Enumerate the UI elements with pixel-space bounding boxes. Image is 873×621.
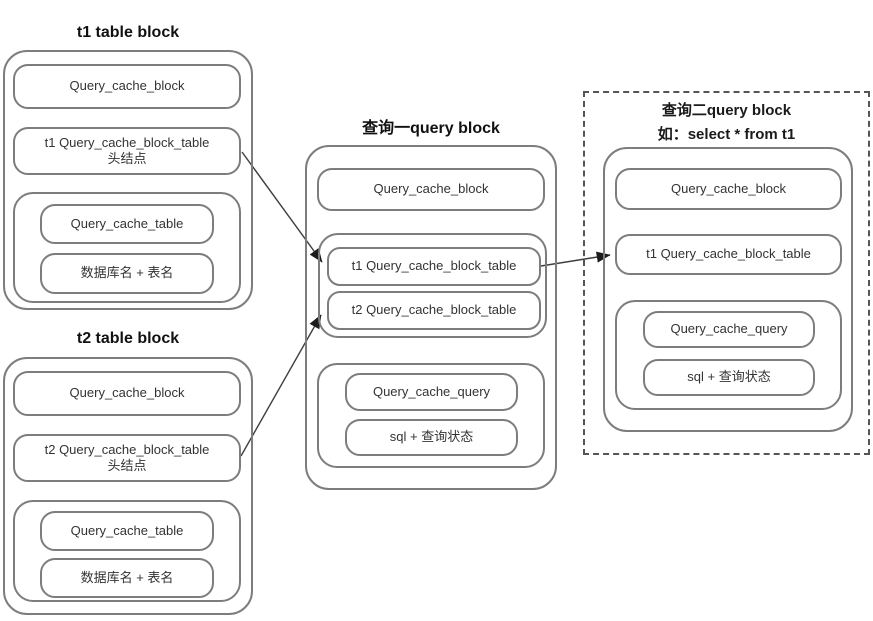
query1-block-container bbox=[305, 145, 557, 490]
query1-query-group-box bbox=[317, 363, 545, 468]
query2-query-cache-query-box: Query_cache_query bbox=[643, 311, 815, 348]
t2-block-container bbox=[3, 357, 253, 615]
t1-block-title: t1 table block bbox=[76, 24, 180, 41]
t1-block-container bbox=[3, 50, 253, 310]
query2-t1-entry-box: t1 Query_cache_block_table bbox=[615, 234, 842, 275]
query1-table-links-group-box bbox=[318, 233, 547, 338]
t1-query-cache-table-box: Query_cache_table bbox=[40, 204, 214, 244]
t2-head-node-line1: t2 Query_cache_block_table bbox=[44, 441, 210, 457]
query2-sql-status-box: sql + 查询状态 bbox=[643, 359, 815, 396]
query1-block-title: 查询一query block bbox=[362, 120, 500, 137]
t1-head-node-line1: t1 Query_cache_block_table bbox=[44, 134, 210, 150]
query2-block-title: 查询二query block bbox=[661, 102, 792, 119]
t1-head-node-box: t1 Query_cache_block_table 头结点 bbox=[13, 127, 241, 175]
t2-query-cache-table-box: Query_cache_table bbox=[40, 511, 214, 551]
t2-head-node-box: t2 Query_cache_block_table 头结点 bbox=[13, 434, 241, 482]
t2-head-node-line2: 头结点 bbox=[107, 458, 147, 473]
query2-query-group-box bbox=[615, 300, 842, 410]
t1-head-node-line2: 头结点 bbox=[107, 151, 147, 166]
query1-query-cache-block-box: Query_cache_block bbox=[317, 168, 545, 211]
query1-query-cache-query-box: Query_cache_query bbox=[345, 373, 518, 411]
t2-block-title: t2 table block bbox=[76, 330, 180, 347]
t2-db-table-name-box: 数据库名 + 表名 bbox=[40, 558, 214, 598]
t1-db-table-name-box: 数据库名 + 表名 bbox=[40, 253, 214, 294]
t2-table-group-box bbox=[13, 500, 241, 602]
t2-query-cache-block-box: Query_cache_block bbox=[13, 371, 241, 416]
query2-block-container bbox=[603, 147, 853, 432]
query2-block-dashed-container bbox=[583, 91, 870, 455]
query2-query-cache-block-box: Query_cache_block bbox=[615, 168, 842, 210]
t1-query-cache-block-box: Query_cache_block bbox=[13, 64, 241, 109]
query1-sql-status-box: sql + 查询状态 bbox=[345, 419, 518, 456]
query1-t2-entry-box: t2 Query_cache_block_table bbox=[327, 291, 541, 330]
t1-table-group-box bbox=[13, 192, 241, 303]
query1-t1-entry-box: t1 Query_cache_block_table bbox=[327, 247, 541, 286]
query2-block-example: 如：select * from t1 bbox=[657, 126, 796, 143]
